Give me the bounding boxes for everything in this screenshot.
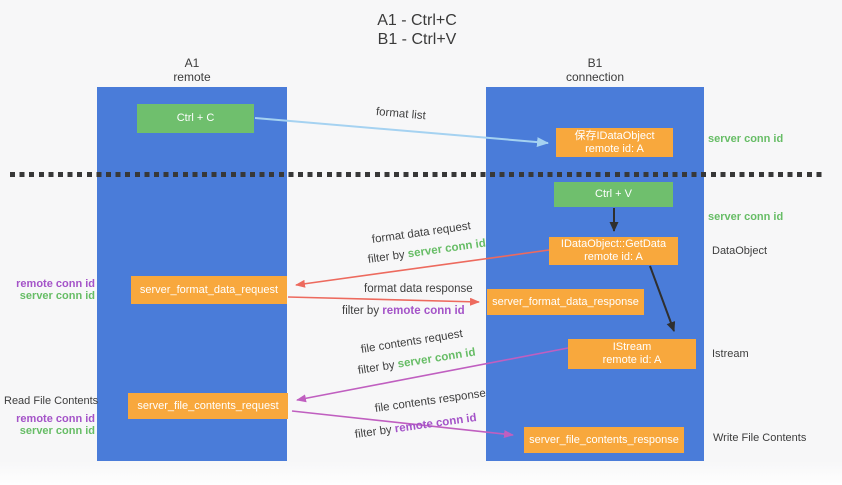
server-conn-id-label: server conn id [19, 424, 95, 437]
node-server-format-data-request-label: server_format_data_request [139, 283, 279, 296]
node-ctrl-v-label: Ctrl + V [595, 188, 632, 200]
node-server-file-contents-request-label: server_file_contents_request [137, 399, 279, 412]
node-save-idataobject-line1: 保存IDataObject [574, 129, 655, 142]
node-istream-line2: remote id: A [602, 354, 662, 366]
annotation-read-file-contents: Read File Contents [4, 395, 99, 407]
edge-label-format-list: format list [375, 106, 427, 123]
filter-by-text: filter by [367, 248, 406, 266]
node-ctrl-v: Ctrl + V [554, 182, 673, 207]
filter-by-text: filter by [354, 423, 393, 441]
session-divider-dotted-line [10, 172, 824, 177]
remote-conn-id-text: remote conn id [394, 411, 478, 436]
bottom-fade [0, 461, 842, 485]
node-idataobject-getdata-line1: IDataObject::GetData [560, 238, 667, 250]
node-server-file-contents-response-label: server_file_contents_response [529, 433, 679, 446]
annotation-conn-id-pair-2: remote conn id server conn id [9, 413, 95, 437]
server-conn-id-label: server conn id [19, 289, 95, 302]
annotation-conn-id-pair-1: remote conn id server conn id [9, 278, 95, 302]
diagram-title: A1 - Ctrl+C B1 - Ctrl+V [317, 11, 517, 49]
filter-by-text: filter by [357, 359, 396, 377]
remote-conn-id-label: remote conn id [16, 413, 95, 425]
annotation-write-file-contents: Write File Contents [713, 432, 807, 444]
annotation-dataobject: DataObject [712, 245, 768, 257]
node-ctrl-c: Ctrl + C [137, 104, 254, 133]
filter-by-text: filter by [342, 305, 380, 317]
node-istream-line1: IStream [612, 341, 652, 353]
annotation-server-conn-id-mid: server conn id [708, 211, 784, 223]
annotation-istream: Istream [712, 348, 749, 360]
lane-a-header: A1 remote [97, 56, 287, 84]
node-idataobject-getdata: IDataObject::GetData remote id: A [549, 237, 678, 265]
lane-a-id: A1 [184, 56, 200, 70]
node-server-file-contents-request: server_file_contents_request [128, 393, 288, 419]
node-save-idataobject: 保存IDataObject remote id: A [556, 128, 673, 157]
title-line-2: B1 - Ctrl+V [377, 31, 457, 48]
edge-label-format-data-response: format data response [364, 283, 473, 295]
node-server-format-data-response: server_format_data_response [487, 289, 644, 315]
node-server-format-data-request: server_format_data_request [131, 276, 287, 304]
node-ctrl-c-label: Ctrl + C [176, 112, 215, 124]
arrow-format-data-response [287, 296, 480, 306]
node-istream: IStream remote id: A [568, 339, 696, 369]
node-idataobject-getdata-line2: remote id: A [584, 251, 643, 263]
lane-a-role: remote [173, 70, 211, 84]
node-server-file-contents-response: server_file_contents_response [524, 427, 684, 453]
edge-label-filter-by-remote-conn-id-1: filter by remote conn id [342, 305, 465, 317]
server-conn-id-text: server conn id [396, 346, 477, 371]
remote-conn-id-label: remote conn id [16, 278, 95, 290]
edge-label-filter-by-remote-conn-id-2: filter by remote conn id [354, 412, 477, 441]
lane-b-role: connection [565, 70, 625, 84]
lane-b-header: B1 connection [486, 56, 704, 84]
node-save-idataobject-line2: remote id: A [585, 142, 644, 155]
annotation-server-conn-id-top: server conn id [708, 133, 784, 145]
lane-b-id: B1 [587, 56, 603, 70]
remote-conn-id-text: remote conn id [382, 305, 465, 317]
title-line-1: A1 - Ctrl+C [377, 12, 457, 29]
node-server-format-data-response-label: server_format_data_response [492, 295, 639, 308]
edge-label-file-contents-response: file contents response [374, 387, 487, 415]
server-conn-id-text: server conn id [407, 237, 487, 261]
